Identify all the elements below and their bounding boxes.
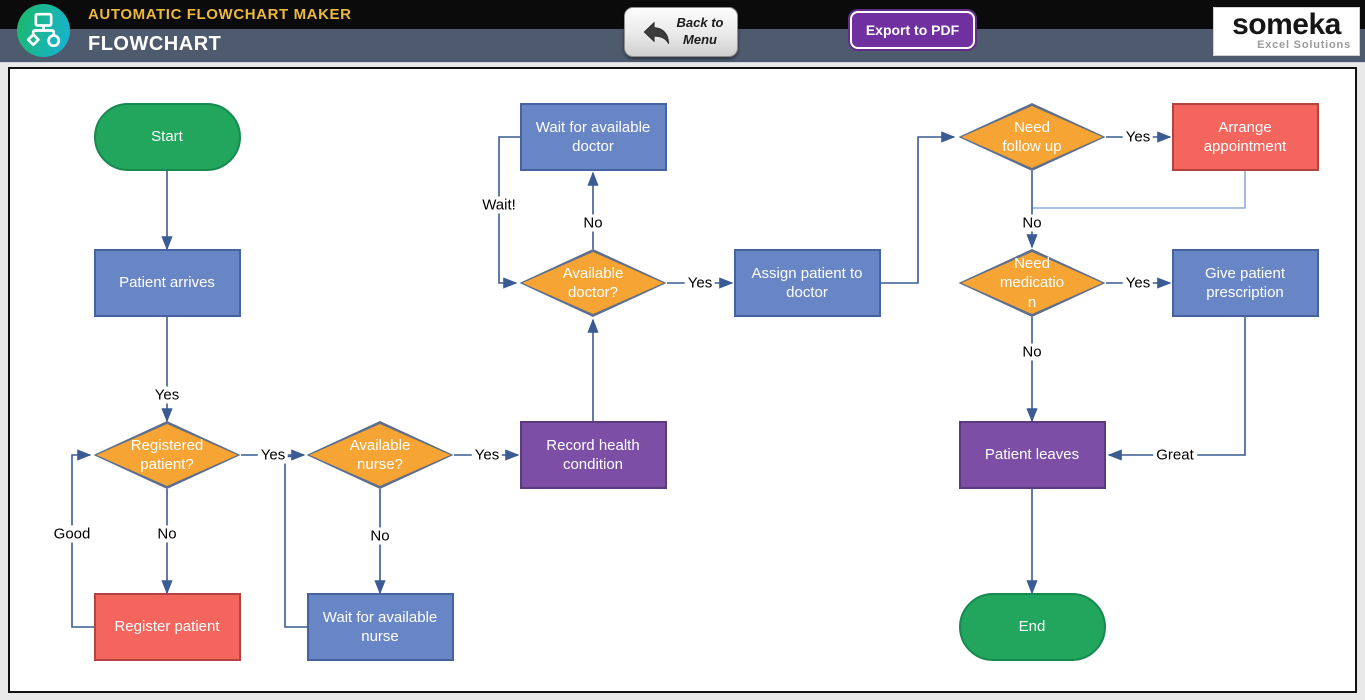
logo-brand-text: someka [1232,8,1341,42]
node-label: Available doctor? [562,264,624,301]
flowchart-app-icon [17,4,70,57]
node-need-medication[interactable]: Need medicatio n [958,249,1106,317]
edge-label-no: No [1019,214,1045,232]
edge-label-yes: Yes [684,274,716,292]
edge-label-no: No [580,214,606,232]
node-label: Patient leaves [984,446,1080,464]
node-label: Registered patient? [130,436,204,473]
edge-label-yes: Yes [1122,274,1154,292]
node-label: Register patient [114,618,220,636]
node-label: End [1018,618,1046,636]
node-label: Start [151,128,183,146]
edge-label-great: Great [1153,446,1197,464]
node-register-patient[interactable]: Register patient [93,593,241,661]
node-give-prescription[interactable]: Give patient prescription [1171,249,1319,317]
someka-logo: someka Excel Solutions [1213,7,1360,56]
flowchart-edges [71,131,1246,628]
node-available-nurse[interactable]: Available nurse? [306,421,454,489]
header: AUTOMATIC FLOWCHART MAKER FLOWCHART Back… [0,0,1365,63]
app-title: AUTOMATIC FLOWCHART MAKER [88,6,352,23]
node-label: Wait for available nurse [322,608,438,645]
node-patient-leaves[interactable]: Patient leaves [958,421,1106,489]
node-arrange-appointment[interactable]: Arrange appointment [1171,103,1319,171]
node-start[interactable]: Start [93,103,241,171]
node-available-doctor[interactable]: Available doctor? [519,249,667,317]
node-label: Arrange appointment [1203,118,1287,155]
export-to-pdf-button[interactable]: Export to PDF [850,11,975,49]
node-label: Assign patient to doctor [751,264,863,301]
node-label: Need follow up [1002,118,1062,155]
node-label: Give patient prescription [1204,264,1286,301]
edge-label-good: Good [50,525,94,543]
edge-label-yes: Yes [151,386,183,404]
node-registered-patient[interactable]: Registered patient? [93,421,241,489]
node-assign-doctor[interactable]: Assign patient to doctor [733,249,881,317]
sheet-title: FLOWCHART [88,33,222,55]
back-arrow-icon [643,21,669,45]
node-record-health[interactable]: Record health condition [519,421,667,489]
back-to-menu-button[interactable]: Back to Menu [624,7,738,57]
node-need-followup[interactable]: Need follow up [958,103,1106,171]
edge-label-wait: Wait! [479,196,519,214]
back-button-label: Back to Menu [676,15,724,47]
edge-label-yes: Yes [471,446,503,464]
node-label: Need medicatio n [999,255,1065,311]
node-end[interactable]: End [958,593,1106,661]
edge-label-no: No [367,527,393,545]
edge-label-no: No [154,525,180,543]
edge-label-yes: Yes [1122,128,1154,146]
logo-tagline: Excel Solutions [1257,38,1351,51]
export-button-label: Export to PDF [865,22,960,38]
node-label: Record health condition [546,436,640,473]
node-label: Available nurse? [349,436,411,473]
node-patient-arrives[interactable]: Patient arrives [93,249,241,317]
edge-label-yes: Yes [257,446,289,464]
node-wait-nurse[interactable]: Wait for available nurse [306,593,454,661]
node-wait-doctor[interactable]: Wait for available doctor [519,103,667,171]
edge-label-no: No [1019,343,1045,361]
node-label: Patient arrives [119,274,215,292]
node-label: Wait for available doctor [535,118,651,155]
